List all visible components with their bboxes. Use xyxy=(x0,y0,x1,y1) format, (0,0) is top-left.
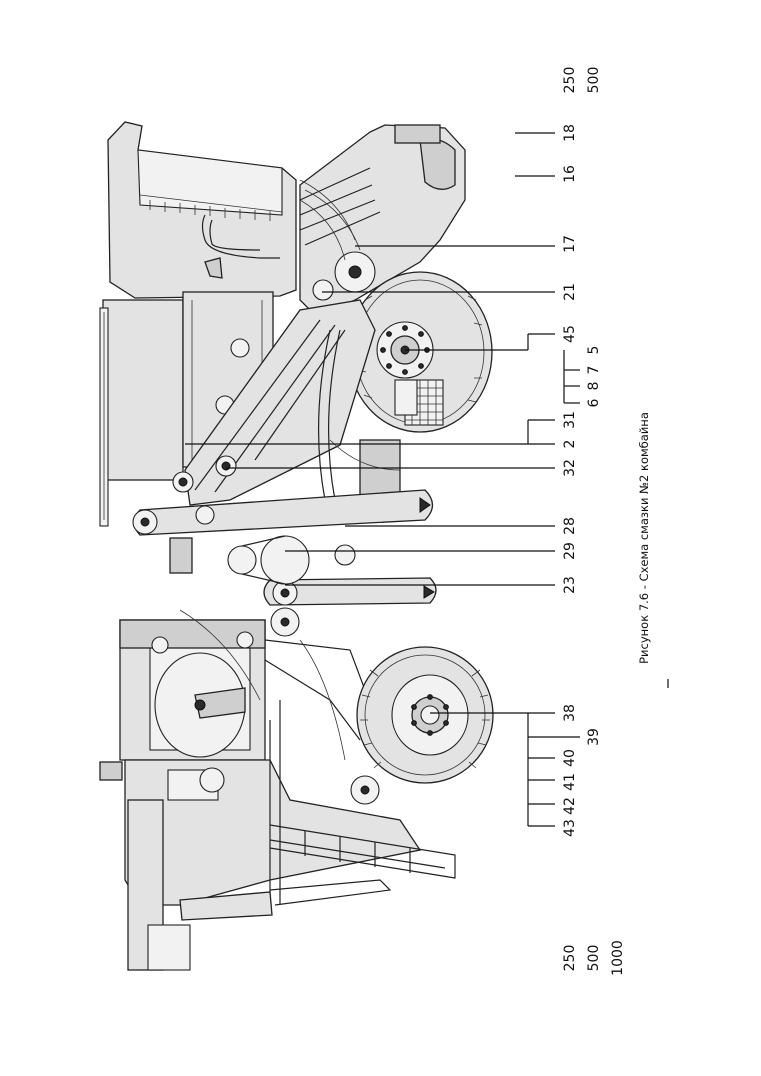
rear-frame xyxy=(99,700,422,971)
interval-bottom-500: 500 xyxy=(586,945,602,972)
callout-28: 28 xyxy=(562,517,578,535)
leader-lines xyxy=(185,132,669,827)
callout-labels: 18 16 17 21 45 5 7 8 6 31 2 32 28 29 23 … xyxy=(562,124,602,837)
engine-section xyxy=(119,619,366,761)
interval-bottom-1000: 1000 xyxy=(610,940,626,976)
callout-41: 41 xyxy=(562,773,578,791)
callout-40: 40 xyxy=(562,749,578,767)
front-drive-wheel xyxy=(347,271,493,433)
pulleys xyxy=(169,535,356,637)
callout-6: 6 xyxy=(586,398,602,407)
callout-8: 8 xyxy=(586,382,602,391)
cabin xyxy=(107,121,297,299)
callout-43: 43 xyxy=(562,819,578,837)
callout-23: 23 xyxy=(562,576,578,594)
callout-31: 31 xyxy=(562,411,578,429)
callout-5: 5 xyxy=(586,346,602,355)
figure-caption: Рисунок 7.6 - Схема смазки №2 комбайна xyxy=(637,412,651,664)
callout-42: 42 xyxy=(562,797,578,815)
combine-harvester-illustration xyxy=(99,121,494,971)
callout-17: 17 xyxy=(562,235,578,253)
callout-32: 32 xyxy=(562,459,578,477)
interval-labels-top: 250 500 xyxy=(562,67,602,94)
callout-29: 29 xyxy=(562,542,578,560)
feeder-house xyxy=(299,124,466,319)
callout-2: 2 xyxy=(562,440,578,449)
upper-arm xyxy=(132,489,434,536)
callout-18: 18 xyxy=(562,124,578,142)
rear-steering-wheel xyxy=(356,646,494,784)
hydraulic-lines xyxy=(179,179,401,761)
callout-16: 16 xyxy=(562,165,578,183)
callout-7: 7 xyxy=(586,366,602,375)
callout-39: 39 xyxy=(586,728,602,746)
interval-labels-bottom: 250 500 1000 xyxy=(562,940,626,976)
callout-38: 38 xyxy=(562,704,578,722)
ladder xyxy=(179,824,456,921)
callout-45: 45 xyxy=(562,325,578,343)
interval-top-250: 250 xyxy=(562,67,578,94)
callout-21: 21 xyxy=(562,283,578,301)
interval-top-500: 500 xyxy=(586,67,602,94)
interval-bottom-250: 250 xyxy=(562,945,578,972)
